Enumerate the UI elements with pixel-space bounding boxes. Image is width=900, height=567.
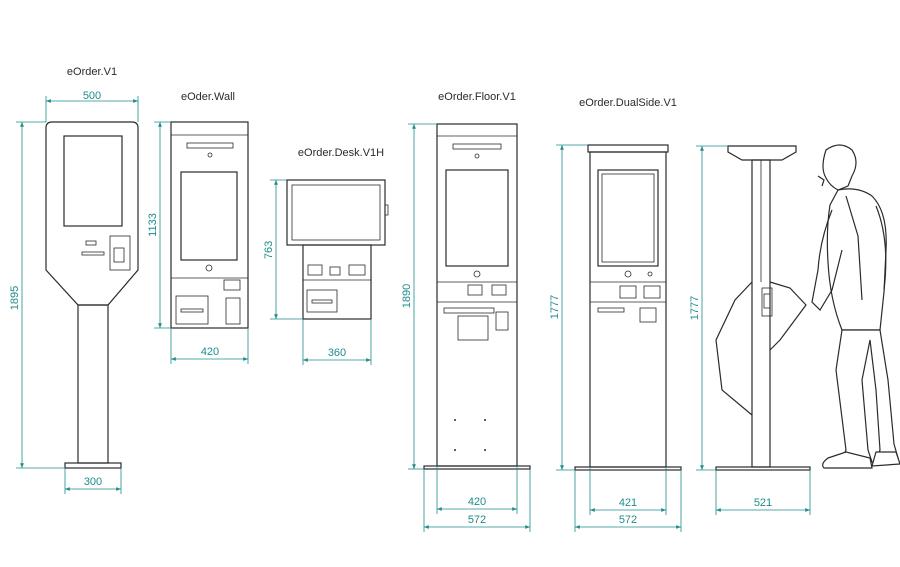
desk-card-reader <box>329 266 341 276</box>
receipt-slot <box>81 251 105 256</box>
floor-terminal <box>491 284 507 296</box>
floor-base-plate <box>423 465 531 470</box>
dual-body <box>589 151 667 468</box>
title-eorder-desk: eOrder.Desk.V1H <box>298 147 384 159</box>
kiosk-eorder-desk: eOrder.Desk.V1H 763 360 <box>263 147 389 365</box>
floor-printer-slot <box>452 143 502 150</box>
wall-screen <box>180 171 238 261</box>
kiosk-eoder-wall: eOder.Wall 1133 420 <box>147 91 249 364</box>
payment-terminal <box>109 235 131 271</box>
desk-terminal <box>348 264 366 276</box>
terminal-keypad <box>113 247 125 263</box>
dim-wall-height: 1133 <box>147 213 159 237</box>
floor-pinpad <box>495 311 509 331</box>
floor-cash-module <box>457 315 489 341</box>
floor-screen <box>445 169 509 267</box>
desk-printer <box>307 264 323 276</box>
wall-sensor <box>205 264 213 272</box>
wall-cash-module <box>175 295 209 325</box>
wall-card-reader <box>223 279 241 291</box>
card-slot <box>85 240 97 246</box>
wall-pinpad <box>225 297 241 325</box>
dim-dual-depth-side: 521 <box>754 497 772 509</box>
dim-width-base: 300 <box>84 476 102 488</box>
dim-dual-height-front: 1777 <box>549 295 561 319</box>
side-housing-right <box>769 281 807 351</box>
kiosk-pole <box>77 304 109 464</box>
kiosk-eorder-floor: eOrder.Floor.V1 1890 420 572 <box>401 91 531 532</box>
dual-base-plate <box>574 466 682 471</box>
desk-base <box>302 244 372 320</box>
person-head <box>822 144 857 191</box>
dual-pinpad <box>639 307 657 323</box>
person-silhouette <box>811 144 900 469</box>
kiosk-screen <box>63 135 123 227</box>
dim-floor-width-inner: 420 <box>468 496 486 508</box>
person-shoe-right <box>871 451 900 467</box>
dim-floor-width-base: 572 <box>468 514 486 526</box>
side-base-plate <box>715 466 811 471</box>
dim-desk-width: 360 <box>328 347 346 359</box>
kiosk-eorder-dualside-side: 1777 521 <box>689 145 811 515</box>
floor-sensor <box>473 270 481 278</box>
title-eorder-floor: eOrder.Floor.V1 <box>438 91 516 103</box>
side-housing-left <box>715 281 753 416</box>
floor-camera <box>474 153 480 159</box>
kiosk-head <box>45 121 139 306</box>
kiosk-eorder-dualside-front: eOrder.DualSide.V1 1777 421 572 <box>549 97 682 532</box>
desk-cash-module <box>306 289 338 313</box>
title-eorder-dualside: eOrder.DualSide.V1 <box>579 97 677 109</box>
dim-dual-width-base: 572 <box>619 514 637 526</box>
side-canopy <box>727 145 797 161</box>
dim-desk-height: 763 <box>263 241 275 259</box>
wall-cash-slot <box>180 308 204 313</box>
dual-sensor <box>624 270 632 278</box>
dual-terminal <box>643 285 661 299</box>
desk-screen-frame <box>286 179 386 246</box>
title-eorder-v1: eOrder.V1 <box>67 66 117 78</box>
dual-top-canopy <box>587 144 669 153</box>
dim-dual-width-inner: 421 <box>619 497 637 509</box>
side-terminal <box>761 287 773 317</box>
person-legs <box>835 329 899 463</box>
dim-width-top: 500 <box>83 90 101 102</box>
wall-printer-slot <box>186 142 234 149</box>
dim-dual-height-side: 1777 <box>689 296 701 320</box>
dim-wall-width: 420 <box>201 346 219 358</box>
kiosk-eorder-v1: eOrder.V1 500 1895 300 <box>9 66 139 494</box>
wall-body <box>170 121 249 329</box>
title-eoder-wall: eOder.Wall <box>181 91 235 103</box>
dual-card-reader <box>619 285 637 299</box>
kiosk-base <box>64 462 122 469</box>
dim-floor-height: 1890 <box>401 284 413 308</box>
dim-height: 1895 <box>9 286 21 310</box>
desk-screen <box>291 184 381 241</box>
dual-screen <box>597 169 659 267</box>
wall-camera <box>207 152 213 158</box>
person-shoe-left <box>822 451 873 469</box>
floor-card-reader <box>467 284 483 296</box>
